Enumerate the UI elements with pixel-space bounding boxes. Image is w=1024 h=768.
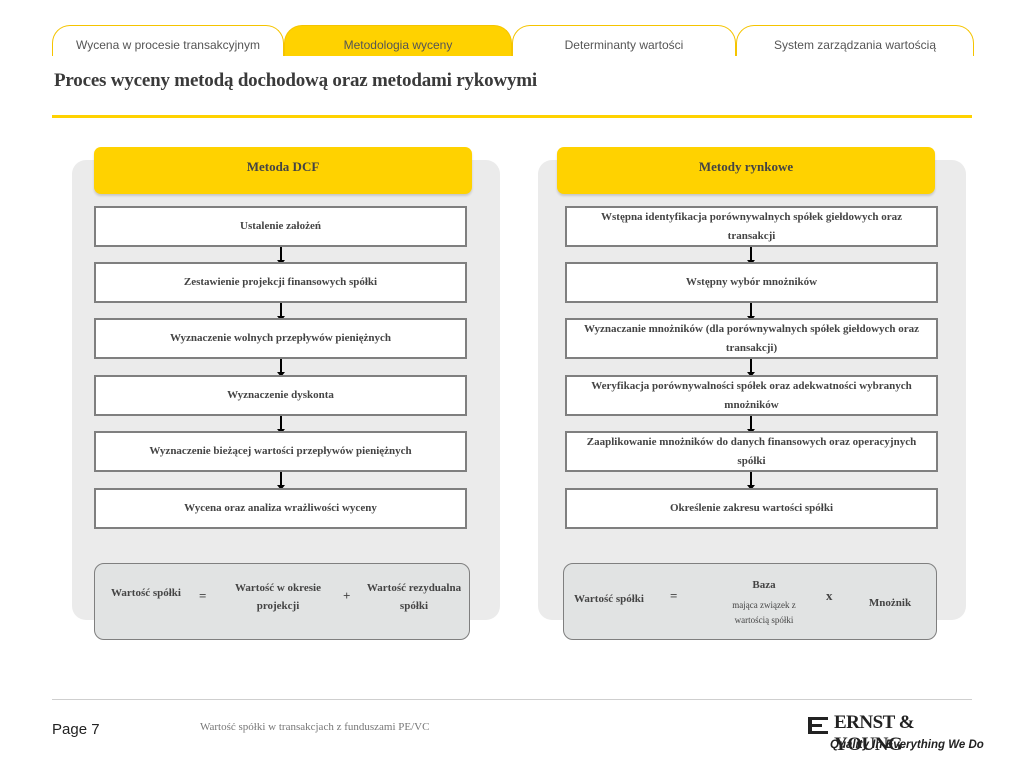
tab-system-zarzadzania[interactable]: System zarządzania wartością	[736, 25, 974, 56]
market-formula-rhs: Mnożnik	[868, 597, 912, 609]
market-arrow-2	[747, 303, 755, 321]
market-formula-base: Baza	[752, 579, 776, 591]
dcf-formula-plus: +	[343, 588, 351, 603]
ey-mark-icon	[808, 717, 828, 734]
footer-caption: Wartość spółki w transakcjach z fundusza…	[200, 721, 430, 733]
tab-metodologia-wyceny[interactable]: Metodologia wyceny	[284, 25, 512, 56]
logo-name: ERNST & YOUNG	[834, 712, 915, 755]
title-divider	[52, 115, 972, 118]
dcf-arrow-2	[277, 303, 285, 321]
market-formula-lhs: Wartość spółki	[574, 593, 644, 605]
dcf-arrow-5	[277, 472, 285, 490]
page-number: Page 7	[52, 721, 100, 738]
market-step-2: Wstępny wybór mnożników	[565, 262, 938, 303]
dcf-formula-term2: Wartość rezydualna spółki	[366, 582, 462, 612]
logo-tagline: Quality In Everything We Do	[830, 739, 984, 751]
dcf-arrow-4	[277, 416, 285, 434]
market-step-4: Weryfikacja porównywalności spółek oraz …	[565, 375, 938, 416]
market-step-3: Wyznaczanie mnożników (dla porównywalnyc…	[565, 318, 938, 359]
dcf-step-2: Zestawienie projekcji finansowych spółki	[94, 262, 467, 303]
market-step-5: Zaaplikowanie mnożników do danych finans…	[565, 431, 938, 472]
dcf-step-1: Ustalenie założeń	[94, 206, 467, 247]
tab-determinanty-wartosci[interactable]: Determinanty wartości	[512, 25, 736, 56]
market-arrow-4	[747, 416, 755, 434]
dcf-step-4: Wyznaczenie dyskonta	[94, 375, 467, 416]
dcf-formula-equals: =	[199, 588, 207, 603]
dcf-formula-lhs: Wartość spółki	[111, 587, 181, 599]
dcf-panel-header: Metoda DCF	[94, 147, 472, 194]
market-arrow-1	[747, 247, 755, 265]
dcf-step-3: Wyznaczenie wolnych przepływów pieniężny…	[94, 318, 467, 359]
market-arrow-3	[747, 359, 755, 377]
market-formula-base-sub: mająca związek z wartością spółki	[732, 600, 796, 625]
tab-bar: Wycena w procesie transakcyjnym Metodolo…	[52, 25, 974, 56]
market-step-1: Wstępna identyfikacja porównywalnych spó…	[565, 206, 938, 247]
dcf-arrow-3	[277, 359, 285, 377]
dcf-step-6: Wycena oraz analiza wrażliwości wyceny	[94, 488, 467, 529]
ernst-young-logo: ERNST & YOUNG Quality In Everything We D…	[808, 712, 984, 756]
dcf-formula-box: Wartość spółki = Wartość w okresie proje…	[94, 563, 470, 640]
dcf-arrow-1	[277, 247, 285, 265]
tab-wycena-w-procesie[interactable]: Wycena w procesie transakcyjnym	[52, 25, 284, 56]
dcf-step-5: Wyznaczenie bieżącej wartości przepływów…	[94, 431, 467, 472]
footer-divider	[52, 699, 972, 700]
market-formula-times: x	[826, 588, 833, 603]
market-panel-header: Metody rynkowe	[557, 147, 935, 194]
market-formula-box: Wartość spółki = Baza mająca związek z w…	[563, 563, 937, 640]
page-title: Proces wyceny metodą dochodową oraz meto…	[54, 70, 537, 91]
market-step-6: Określenie zakresu wartości spółki	[565, 488, 938, 529]
market-formula-equals: =	[670, 588, 678, 603]
market-arrow-5	[747, 472, 755, 490]
dcf-formula-term1: Wartość w okresie projekcji	[235, 582, 321, 612]
